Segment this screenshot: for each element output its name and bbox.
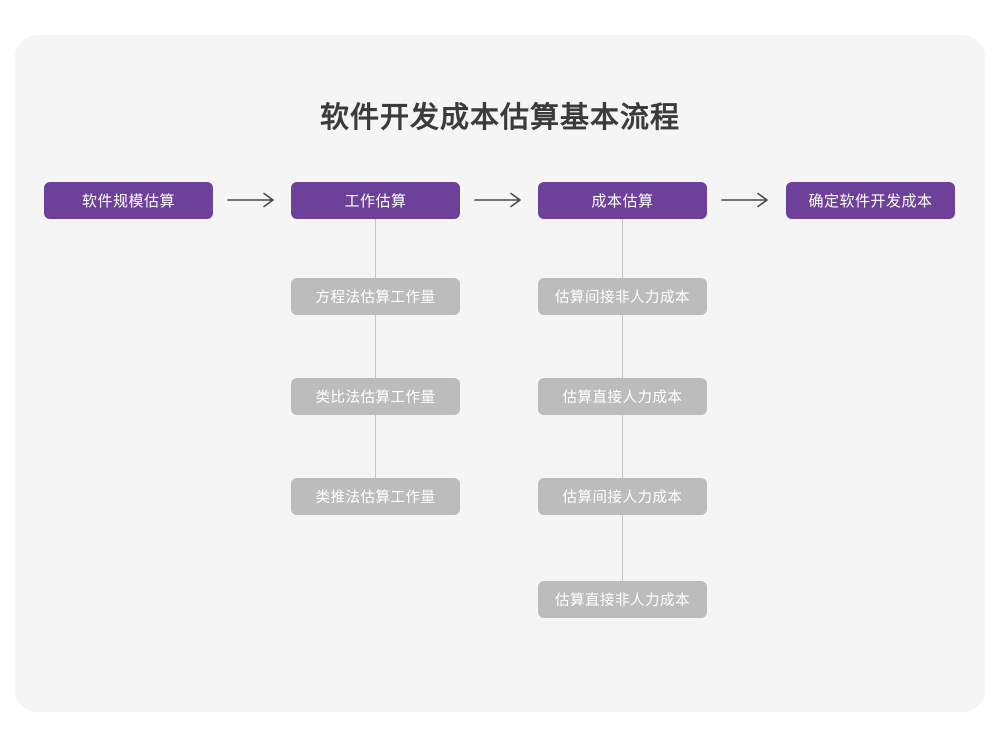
substep-node-indirect-labor-cost[interactable]: 估算间接人力成本 bbox=[538, 478, 707, 515]
substep-node-indirect-nonlabor-cost[interactable]: 估算间接非人力成本 bbox=[538, 278, 707, 315]
stage-node-determine-development-cost[interactable]: 确定软件开发成本 bbox=[786, 182, 955, 219]
substep-node-direct-nonlabor-cost[interactable]: 估算直接非人力成本 bbox=[538, 581, 707, 618]
substep-node-deduction-method-effort[interactable]: 类推法估算工作量 bbox=[291, 478, 460, 515]
substep-node-direct-labor-cost[interactable]: 估算直接人力成本 bbox=[538, 378, 707, 415]
connector-line-effort-1 bbox=[375, 219, 376, 281]
connector-line-cost-1 bbox=[622, 219, 623, 281]
stage-node-effort-estimation[interactable]: 工作估算 bbox=[291, 182, 460, 219]
connector-line-effort-3 bbox=[375, 415, 376, 481]
connector-line-cost-2 bbox=[622, 315, 623, 381]
arrow-right-icon-1 bbox=[226, 189, 278, 211]
page-title: 软件开发成本估算基本流程 bbox=[319, 102, 680, 134]
diagram-card bbox=[15, 35, 985, 712]
stage-node-cost-estimation[interactable]: 成本估算 bbox=[538, 182, 707, 219]
arrow-right-icon-3 bbox=[720, 189, 772, 211]
substep-node-equation-method-effort[interactable]: 方程法估算工作量 bbox=[291, 278, 460, 315]
connector-line-effort-2 bbox=[375, 315, 376, 381]
connector-line-cost-3 bbox=[622, 415, 623, 481]
substep-node-analogy-method-effort[interactable]: 类比法估算工作量 bbox=[291, 378, 460, 415]
connector-line-cost-4 bbox=[622, 515, 623, 581]
arrow-right-icon-2 bbox=[473, 189, 525, 211]
stage-node-software-size-estimation[interactable]: 软件规模估算 bbox=[44, 182, 213, 219]
